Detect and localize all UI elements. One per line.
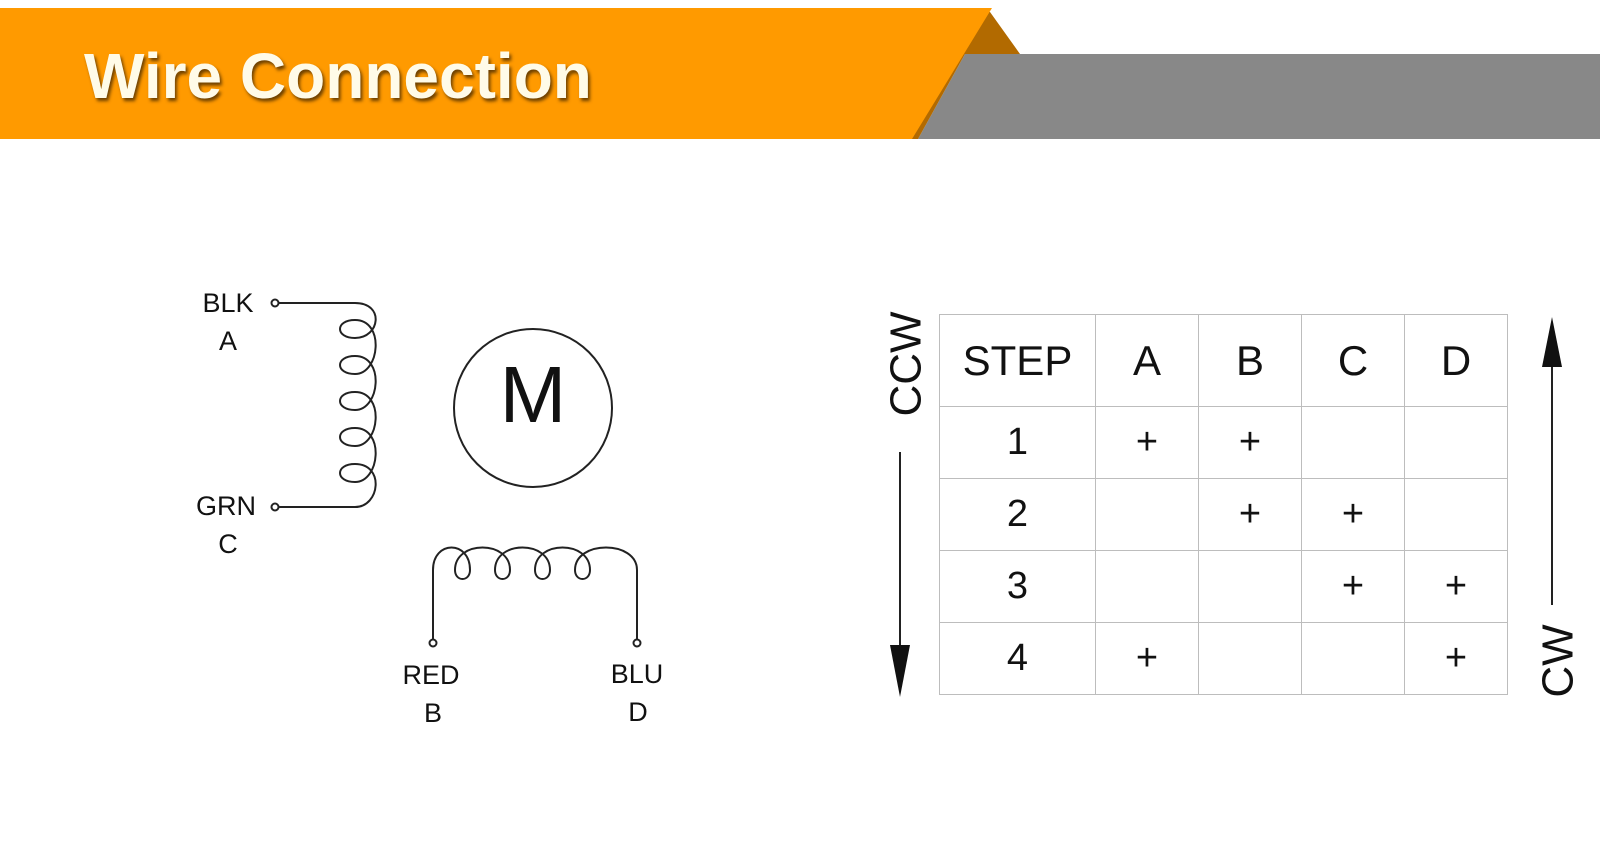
table-cell (1404, 406, 1508, 479)
table-row: 1 + + (939, 406, 1508, 479)
ccw-label: CCW (881, 311, 931, 417)
table-cell: + (1095, 622, 1199, 695)
cw-label: CW (1533, 624, 1583, 698)
wire-color-blk: BLK (202, 288, 254, 318)
table-row: 4 + + (939, 622, 1508, 695)
wire-color-grn: GRN (196, 491, 256, 521)
wire-color-red: RED (402, 660, 460, 690)
terminal-d (632, 638, 642, 648)
header-step: STEP (939, 314, 1096, 407)
table-cell: + (1301, 478, 1405, 551)
terminal-b (428, 638, 438, 648)
wire-phase-c: C (218, 529, 238, 559)
wire-phase-b: B (423, 698, 442, 728)
table-cell: + (1404, 622, 1508, 695)
banner-gray-band (918, 54, 1600, 139)
wire-color-blu: BLU (610, 659, 664, 689)
table-header-row: STEP A B C D (939, 314, 1508, 407)
wire-phase-d: D (628, 697, 648, 727)
header-c: C (1301, 314, 1405, 407)
coil-1 (278, 302, 377, 508)
header-a: A (1095, 314, 1199, 407)
table-cell: 3 (939, 550, 1096, 623)
table-cell: + (1198, 406, 1302, 479)
table-cell: 2 (939, 478, 1096, 551)
table-cell: + (1301, 550, 1405, 623)
terminal-a (270, 298, 280, 308)
step-table: STEP A B C D 1 + + 2 + + 3 + + (939, 314, 1508, 695)
cw-arrow-head-icon (1542, 317, 1562, 367)
header-d: D (1404, 314, 1508, 407)
motor-symbol (453, 328, 613, 488)
table-cell: + (1404, 550, 1508, 623)
banner-orange-band (0, 8, 992, 139)
table-cell (1301, 622, 1405, 695)
motor-label: M (499, 350, 567, 439)
header-banner (0, 8, 1600, 139)
wire-phase-a: A (218, 326, 237, 356)
terminal-c (270, 502, 280, 512)
table-cell: 4 (939, 622, 1096, 695)
table-cell: + (1095, 406, 1199, 479)
wiring-diagram (270, 298, 642, 648)
coil-2 (432, 546, 638, 640)
page-title: Wire Connection (84, 40, 592, 112)
ccw-arrow-head-icon (890, 645, 910, 697)
table-row: 3 + + (939, 550, 1508, 623)
table-cell: 1 (939, 406, 1096, 479)
